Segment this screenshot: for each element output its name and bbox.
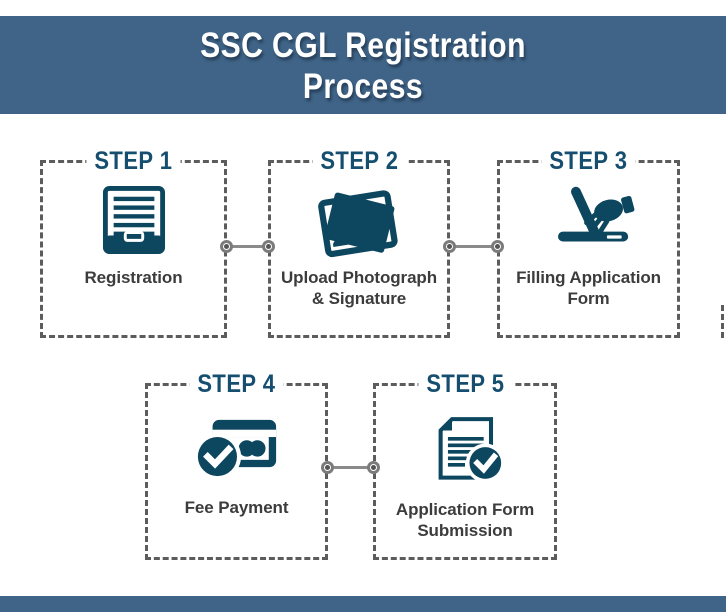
- step-2-label: Upload Photograph & Signature: [280, 268, 437, 308]
- footer-bar: [0, 596, 726, 612]
- step-4-title: STEP 4: [189, 369, 284, 399]
- connector-step4-step5: [328, 466, 373, 469]
- connector-node: [262, 240, 275, 253]
- step-3-box: STEP 3 Filling Application Form: [497, 146, 680, 338]
- step-1-label: Registration: [84, 268, 183, 287]
- cropped-box-fragment: [721, 305, 724, 338]
- connector-node: [367, 461, 380, 474]
- page-title-line2: Process: [302, 67, 424, 106]
- credit-card-payment-icon: [193, 410, 281, 487]
- header-banner: SSC CGL Registration Process: [0, 16, 726, 114]
- step-2-box: STEP 2 Upload Photograph & Signature: [268, 146, 450, 338]
- step-4-label: Fee Payment: [184, 498, 289, 517]
- step-3-label: Filling Application Form: [516, 268, 661, 308]
- step-4-box: STEP 4 Fee Payment: [145, 369, 328, 560]
- step-5-box: STEP 5 Application Form Submission: [373, 369, 557, 560]
- connector-node: [220, 240, 233, 253]
- connector-step2-step3: [450, 245, 497, 248]
- photograph-signature-icon: [313, 189, 405, 265]
- step-1-title: STEP 1: [86, 146, 181, 176]
- step-5-title: STEP 5: [418, 369, 512, 399]
- registration-form-icon: [102, 184, 166, 261]
- step-3-title: STEP 3: [541, 146, 636, 176]
- step-1-box: STEP 1 Registration: [40, 146, 227, 338]
- laptop-typing-icon: [543, 186, 635, 253]
- document-check-icon: [426, 414, 505, 491]
- page-title-line1: SSC CGL Registration: [200, 26, 526, 65]
- connector-node: [491, 240, 504, 253]
- step-2-title: STEP 2: [312, 146, 406, 176]
- connector-node: [443, 240, 456, 253]
- connector-node: [321, 461, 334, 474]
- step-5-label: Application Form Submission: [395, 500, 535, 540]
- connector-step1-step2: [227, 245, 268, 248]
